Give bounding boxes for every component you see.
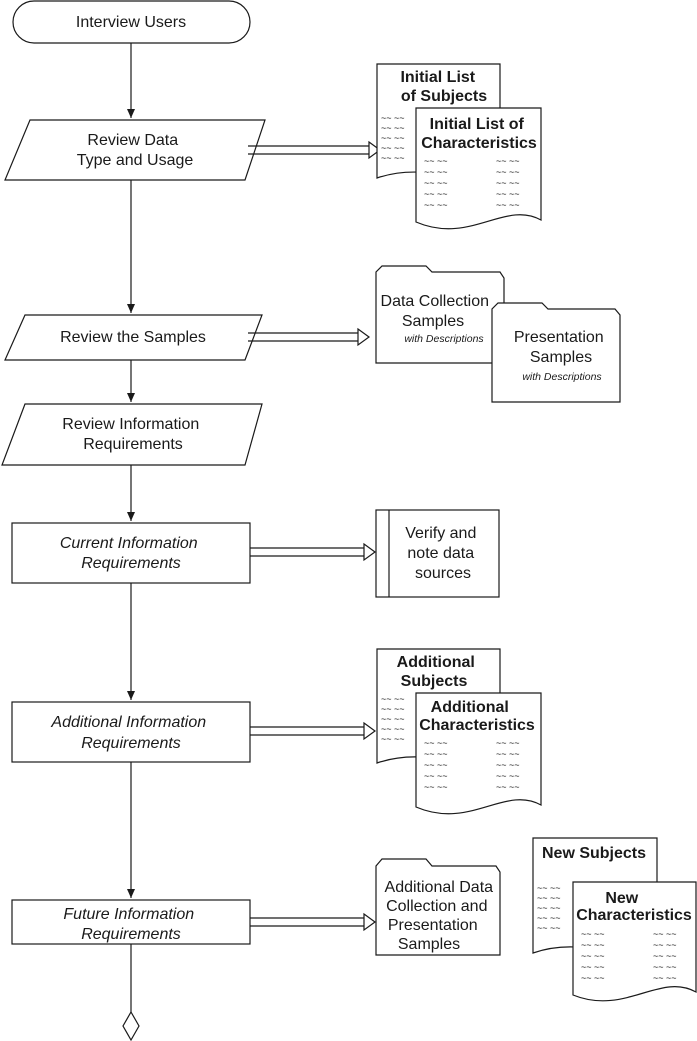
svg-text:~~ ~~: ~~ ~~ [381,153,405,163]
step-current-information: Current Information Requirements [11,522,251,584]
folder-additional-samples: Additional Data Collection and Presentat… [375,858,501,956]
svg-text:~~ ~~: ~~ ~~ [424,178,448,188]
doc-additional-characteristics: Additional Characteristics ~~ ~~ ~~ ~~ ~… [415,692,542,815]
svg-text:~~ ~~: ~~ ~~ [496,189,520,199]
svg-text:~~ ~~: ~~ ~~ [537,903,561,913]
doc-initial-characteristics-lines: ~~ ~~ ~~ ~~ ~~ ~~ ~~ ~~ ~~ ~~ ~~ ~~ ~~ ~… [424,156,520,210]
svg-text:~~ ~~: ~~ ~~ [653,962,677,972]
svg-text:~~ ~~: ~~ ~~ [381,143,405,153]
svg-text:~~ ~~: ~~ ~~ [496,200,520,210]
doc-additional-characteristics-lines: ~~ ~~ ~~ ~~ ~~ ~~ ~~ ~~ ~~ ~~ ~~ ~~ ~~ ~… [424,738,520,792]
step-additional-information-label: Additional Information Requirements [50,714,210,752]
svg-text:~~ ~~: ~~ ~~ [424,760,448,770]
svg-text:~~ ~~: ~~ ~~ [381,123,405,133]
doc-new-subjects-lines: ~~ ~~ ~~ ~~ ~~ ~~ ~~ ~~ ~~ ~~ [537,883,561,933]
svg-text:~~ ~~: ~~ ~~ [381,714,405,724]
svg-text:~~ ~~: ~~ ~~ [424,771,448,781]
step-current-information-label: Current Information Requirements [60,535,202,572]
svg-text:~~ ~~: ~~ ~~ [424,167,448,177]
svg-text:~~ ~~: ~~ ~~ [381,133,405,143]
doc-initial-subjects-lines: ~~ ~~ ~~ ~~ ~~ ~~ ~~ ~~ ~~ ~~ [381,113,405,163]
svg-text:~~ ~~: ~~ ~~ [424,749,448,759]
svg-text:~~ ~~: ~~ ~~ [581,929,605,939]
folder-data-collection-title: Data Collection Samples [381,293,494,330]
arrow-to-verify [250,542,377,562]
folder-additional-samples-title: Additional Data Collection and Presentat… [385,879,498,953]
doc-initial-subjects-title: Initial List of Subjects [400,69,487,105]
step-review-data-type-label: Review Data Type and Usage [77,132,194,169]
svg-text:~~ ~~: ~~ ~~ [424,200,448,210]
step-review-information-label: Review Information Requirements [62,416,203,453]
process-verify-sources: Verify and note data sources [375,509,500,598]
step-review-data-type: Review Data Type and Usage [4,119,266,181]
svg-text:~~ ~~: ~~ ~~ [381,704,405,714]
svg-text:~~ ~~: ~~ ~~ [537,923,561,933]
svg-text:~~ ~~: ~~ ~~ [496,749,520,759]
start-terminator: Interview Users [12,0,251,44]
doc-new-characteristics-title: New Characteristics [576,890,692,924]
svg-text:~~ ~~: ~~ ~~ [381,734,405,744]
svg-text:~~ ~~: ~~ ~~ [381,724,405,734]
svg-text:~~ ~~: ~~ ~~ [581,973,605,983]
svg-text:~~ ~~: ~~ ~~ [381,694,405,704]
svg-text:~~ ~~: ~~ ~~ [581,951,605,961]
step-future-information-label: Future Information Requirements [63,906,198,943]
doc-additional-characteristics-title: Additional Characteristics [419,699,535,734]
svg-text:~~ ~~: ~~ ~~ [496,760,520,770]
arrow-to-additional-samples [250,912,377,932]
svg-text:~~ ~~: ~~ ~~ [424,156,448,166]
svg-text:~~ ~~: ~~ ~~ [581,962,605,972]
doc-new-subjects-title: New Subjects [542,845,646,862]
svg-text:~~ ~~: ~~ ~~ [496,156,520,166]
svg-text:~~ ~~: ~~ ~~ [496,738,520,748]
arrow-to-samples [248,327,371,347]
svg-text:~~ ~~: ~~ ~~ [424,782,448,792]
folder-presentation-note: with Descriptions [522,371,602,383]
end-diamond [122,1010,140,1041]
output-arrows [248,140,382,932]
svg-text:~~ ~~: ~~ ~~ [653,973,677,983]
arrow-to-initial-lists [248,140,382,160]
svg-text:~~ ~~: ~~ ~~ [653,951,677,961]
step-review-information: Review Information Requirements [1,403,263,466]
doc-additional-subjects-title: Additional Subjects [397,654,480,690]
doc-new-characteristics: New Characteristics ~~ ~~ ~~ ~~ ~~ ~~ ~~… [572,881,697,1002]
step-review-samples: Review the Samples [4,314,263,361]
start-label: Interview Users [76,14,186,31]
folder-presentation: Presentation Samples with Descriptions [491,302,621,403]
doc-additional-subjects-lines: ~~ ~~ ~~ ~~ ~~ ~~ ~~ ~~ ~~ ~~ [381,694,405,744]
step-future-information: Future Information Requirements [11,899,251,945]
doc-new-characteristics-lines: ~~ ~~ ~~ ~~ ~~ ~~ ~~ ~~ ~~ ~~ ~~ ~~ ~~ ~… [581,929,677,983]
folder-presentation-title: Presentation Samples [514,329,608,366]
svg-text:~~ ~~: ~~ ~~ [496,178,520,188]
step-additional-information: Additional Information Requirements [11,701,251,763]
svg-text:~~ ~~: ~~ ~~ [424,189,448,199]
svg-text:~~ ~~: ~~ ~~ [496,167,520,177]
svg-text:~~ ~~: ~~ ~~ [653,940,677,950]
svg-text:~~ ~~: ~~ ~~ [537,883,561,893]
svg-text:~~ ~~: ~~ ~~ [537,913,561,923]
svg-text:~~ ~~: ~~ ~~ [581,940,605,950]
svg-text:~~ ~~: ~~ ~~ [653,929,677,939]
svg-text:~~ ~~: ~~ ~~ [381,113,405,123]
step-review-samples-label: Review the Samples [60,329,206,346]
process-verify-sources-label: Verify and note data sources [405,525,481,582]
svg-text:~~ ~~: ~~ ~~ [537,893,561,903]
folder-data-collection: Data Collection Samples with Description… [375,265,505,364]
svg-text:~~ ~~: ~~ ~~ [496,782,520,792]
svg-text:~~ ~~: ~~ ~~ [424,738,448,748]
doc-initial-characteristics-title: Initial List of Characteristics [421,116,537,152]
arrow-to-additional-lists [250,721,377,741]
svg-text:~~ ~~: ~~ ~~ [496,771,520,781]
doc-initial-characteristics: Initial List of Characteristics ~~ ~~ ~~… [415,107,542,230]
folder-data-collection-note: with Descriptions [404,333,484,345]
